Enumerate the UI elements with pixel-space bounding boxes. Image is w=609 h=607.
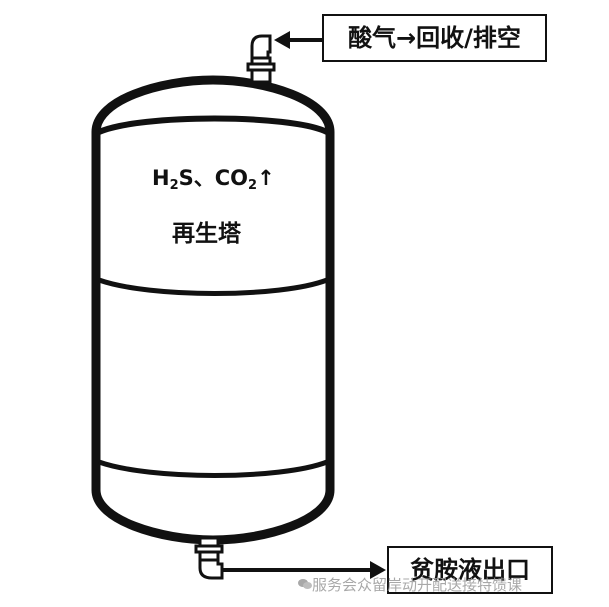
tower-name-label: 再生塔 <box>172 221 241 247</box>
formula-s-co: S、CO <box>178 166 249 190</box>
tower-shell <box>91 75 335 545</box>
acid-gas-outlet-label: 酸气→回收/排空 <box>322 14 547 62</box>
formula-h: H <box>152 166 170 190</box>
lean-amine-outlet-label: 贫胺液出口 <box>387 546 553 594</box>
formula-h2s-subscript: 2 <box>169 178 179 193</box>
bottom-nozzle <box>194 536 224 580</box>
arrow-right-icon <box>222 561 386 579</box>
up-arrow-icon: ↑ <box>257 166 275 190</box>
lean-amine-outlet-text: 贫胺液出口 <box>410 556 530 584</box>
formula-co2-subscript: 2 <box>248 178 258 193</box>
liquid-surface-line <box>97 115 329 135</box>
gas-formula-label: H2S、CO2↑ <box>152 162 275 193</box>
wechat-icon <box>298 579 312 589</box>
top-nozzle <box>246 34 276 84</box>
arrow-left-icon <box>274 31 322 49</box>
middle-seam-line <box>98 277 328 296</box>
watermark-text: 服务会众留岸动开配送接特馈课 <box>312 576 523 594</box>
lower-seam-line <box>98 459 328 478</box>
acid-gas-outlet-text: 酸气→回收/排空 <box>348 24 521 52</box>
